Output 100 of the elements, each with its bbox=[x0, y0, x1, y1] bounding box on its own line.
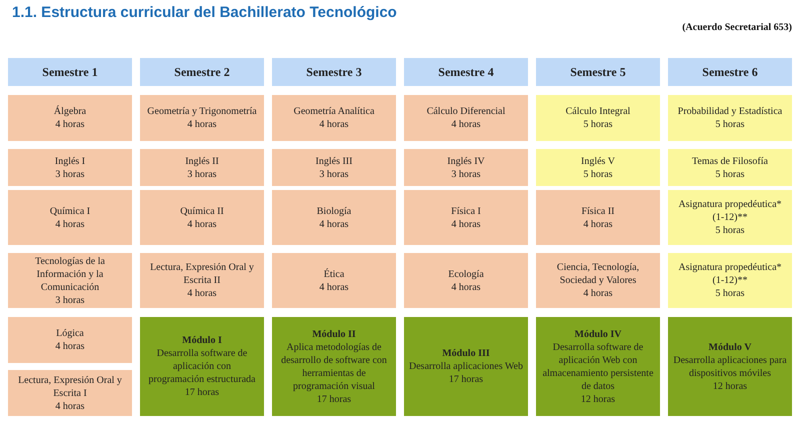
semester-label: Semestre 1 bbox=[42, 66, 98, 78]
module-description: Desarrolla aplicaciones Web bbox=[409, 360, 523, 373]
note-text: (Acuerdo Secretarial 653) bbox=[682, 22, 792, 33]
course-hours: 4 horas bbox=[451, 118, 481, 131]
module-description: Desarrolla software de aplicación Web con almacenamiento persistente de datos bbox=[542, 340, 654, 392]
course-hours: 3 horas bbox=[319, 168, 349, 180]
module-description: Desarrolla aplicaciones para dispositivos móviles bbox=[672, 354, 788, 380]
course-box bbox=[404, 149, 528, 186]
course-hours: 4 horas bbox=[319, 118, 349, 131]
module-description: Desarrolla software de aplicación con programación estructurada bbox=[148, 347, 256, 386]
course-hours: 4 horas bbox=[319, 218, 349, 230]
course-name: Física I bbox=[451, 204, 481, 218]
module-title: Módulo II bbox=[312, 328, 356, 340]
course-box bbox=[536, 95, 660, 141]
course-name: Inglés I bbox=[54, 154, 86, 168]
course-box bbox=[668, 149, 792, 186]
semester-label: Semestre 2 bbox=[174, 66, 230, 78]
course-name: Ética bbox=[324, 268, 344, 280]
module-hours: 17 horas bbox=[184, 386, 220, 399]
course-hours: 5 horas bbox=[583, 168, 613, 180]
course-box bbox=[140, 190, 264, 245]
course-name: Temas de Filosofía bbox=[692, 154, 768, 168]
module-description: Aplica metodologías de desarrollo de software con herramientas de programación visual bbox=[280, 340, 388, 392]
course-name: Inglés V bbox=[581, 154, 615, 168]
course-box bbox=[404, 253, 528, 308]
course-hours: 4 horas bbox=[583, 218, 613, 230]
module-box bbox=[140, 317, 264, 416]
course-name: Física II bbox=[581, 204, 615, 218]
course-hours: 5 horas bbox=[715, 118, 745, 131]
module-box bbox=[272, 317, 396, 416]
course-box bbox=[272, 253, 396, 308]
module-title: Módulo V bbox=[708, 340, 752, 354]
course-box bbox=[668, 95, 792, 141]
course-box bbox=[8, 149, 132, 186]
course-hours: 4 horas bbox=[319, 280, 349, 294]
course-hours: 3 horas bbox=[451, 168, 481, 180]
course-box bbox=[8, 253, 132, 308]
semester-header bbox=[536, 58, 660, 86]
course-hours: 5 horas bbox=[715, 287, 745, 300]
course-name: Lectura, Expresión Oral y Escrita II bbox=[149, 261, 255, 287]
semester-header bbox=[668, 58, 792, 86]
course-box bbox=[140, 149, 264, 186]
course-name: Probabilidad y Estadística bbox=[678, 105, 782, 118]
course-box bbox=[8, 370, 132, 416]
semester-header bbox=[272, 58, 396, 86]
course-box bbox=[272, 95, 396, 141]
module-title: Módulo IV bbox=[574, 328, 622, 340]
course-name: Lógica bbox=[56, 327, 84, 340]
course-box bbox=[404, 190, 528, 245]
module-hours: 12 horas bbox=[580, 392, 616, 406]
course-name: Inglés II bbox=[185, 154, 219, 168]
course-box bbox=[272, 149, 396, 186]
course-hours: 4 horas bbox=[187, 287, 217, 300]
module-box bbox=[404, 317, 528, 416]
course-name: Ciencia, Tecnología, Sociedad y Valores bbox=[556, 261, 640, 287]
course-hours: 4 horas bbox=[451, 218, 481, 230]
course-name: Biología bbox=[316, 204, 352, 218]
course-hours: 3 horas bbox=[55, 168, 85, 180]
module-hours: 17 horas bbox=[316, 392, 352, 406]
course-name: Química I bbox=[50, 204, 90, 218]
page-title: 1.1. Estructura curricular del Bachillerato Tecnológico bbox=[12, 4, 397, 21]
course-box bbox=[272, 190, 396, 245]
course-name: Geometría y Trigonometría bbox=[147, 105, 257, 118]
course-box bbox=[668, 253, 792, 308]
module-title: Módulo I bbox=[182, 334, 222, 347]
course-box bbox=[8, 95, 132, 141]
course-hours: 4 horas bbox=[187, 218, 217, 230]
course-name: Química II bbox=[180, 204, 224, 218]
course-box bbox=[536, 149, 660, 186]
course-hours: 4 horas bbox=[55, 218, 85, 230]
course-box bbox=[8, 190, 132, 245]
course-box bbox=[668, 190, 792, 245]
course-hours: 5 horas bbox=[583, 118, 613, 131]
course-name: Lectura, Expresión Oral y Escrita I bbox=[17, 374, 123, 400]
course-hours: 3 horas bbox=[187, 168, 217, 180]
course-hours: 4 horas bbox=[451, 280, 481, 294]
course-box bbox=[404, 95, 528, 141]
course-name: Geometría Analítica bbox=[294, 105, 374, 118]
course-name: Tecnologías de la Información y la Comunicación bbox=[34, 254, 106, 294]
course-box bbox=[536, 253, 660, 308]
course-name: Inglés III bbox=[316, 154, 352, 168]
course-name: Álgebra bbox=[54, 105, 86, 118]
semester-label: Semestre 6 bbox=[702, 66, 758, 78]
module-box bbox=[668, 317, 792, 416]
course-hours: 4 horas bbox=[55, 118, 85, 131]
course-name: Cálculo Integral bbox=[566, 105, 630, 118]
course-name: Asignatura propedéutica* (1-12)** bbox=[677, 198, 783, 224]
course-box bbox=[536, 190, 660, 245]
semester-label: Semestre 5 bbox=[570, 66, 626, 78]
course-name: Inglés IV bbox=[447, 154, 485, 168]
module-box bbox=[536, 317, 660, 416]
semester-header bbox=[404, 58, 528, 86]
course-box bbox=[140, 95, 264, 141]
module-hours: 17 horas bbox=[448, 373, 484, 386]
course-hours: 4 horas bbox=[55, 340, 85, 353]
course-name: Cálculo Diferencial bbox=[426, 105, 506, 118]
semester-header bbox=[8, 58, 132, 86]
course-box bbox=[140, 253, 264, 308]
course-hours: 4 horas bbox=[55, 400, 85, 412]
module-title: Módulo III bbox=[442, 347, 490, 360]
